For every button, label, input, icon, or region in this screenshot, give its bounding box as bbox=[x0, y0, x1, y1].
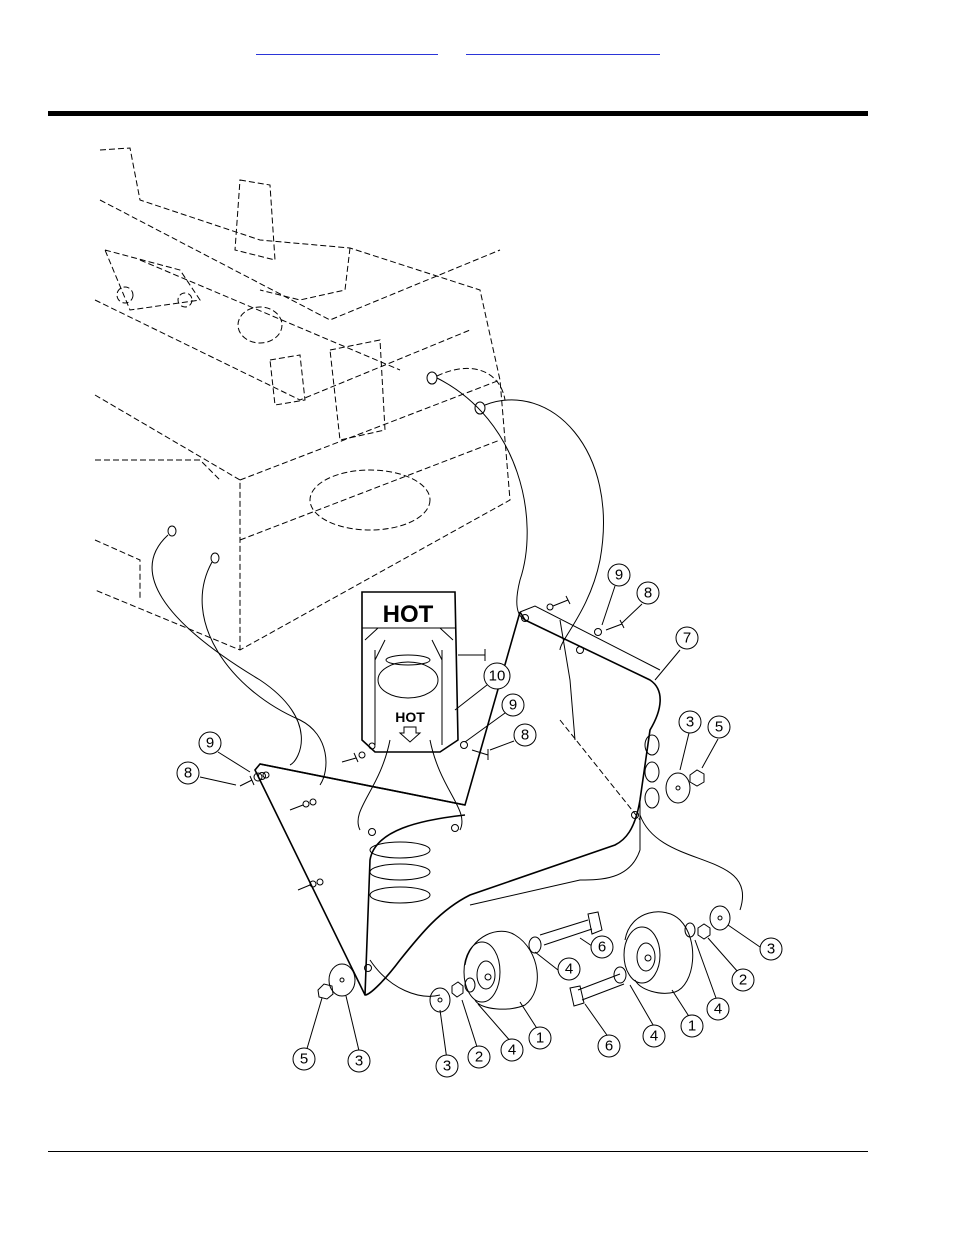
svg-text:3: 3 bbox=[686, 714, 694, 731]
svg-text:4: 4 bbox=[565, 961, 573, 978]
callout-4-upper: 4 bbox=[558, 958, 580, 980]
svg-text:3: 3 bbox=[355, 1053, 363, 1070]
svg-text:1: 1 bbox=[536, 1030, 544, 1047]
callout-4-lower: 4 bbox=[643, 1025, 665, 1047]
svg-text:2: 2 bbox=[739, 972, 747, 989]
callout-6-lower: 6 bbox=[598, 1035, 620, 1057]
callout-8-left: 8 bbox=[177, 762, 199, 784]
callout-1-left: 1 bbox=[529, 1027, 551, 1049]
svg-text:6: 6 bbox=[605, 1038, 613, 1055]
callout-4-right: 4 bbox=[707, 998, 729, 1020]
callout-8-upper-right: 8 bbox=[637, 582, 659, 604]
svg-text:9: 9 bbox=[206, 735, 214, 752]
svg-text:5: 5 bbox=[300, 1051, 308, 1068]
svg-text:4: 4 bbox=[714, 1001, 722, 1018]
svg-text:3: 3 bbox=[443, 1058, 451, 1075]
arrow-down-icon bbox=[400, 727, 420, 742]
callout-7: 7 bbox=[676, 627, 698, 649]
callout-2-left: 2 bbox=[468, 1046, 490, 1068]
callout-3-right-upper: 3 bbox=[679, 711, 701, 733]
callout-9-left: 9 bbox=[199, 732, 221, 754]
callout-3-lower-mid: 3 bbox=[436, 1055, 458, 1077]
decal-hot-top: HOT bbox=[383, 601, 434, 628]
callout-9-upper-right: 9 bbox=[608, 564, 630, 586]
decal-hot-bottom: HOT bbox=[395, 709, 425, 725]
svg-text:3: 3 bbox=[767, 941, 775, 958]
callout-4-left: 4 bbox=[501, 1039, 523, 1061]
svg-text:4: 4 bbox=[650, 1028, 658, 1045]
svg-text:1: 1 bbox=[688, 1018, 696, 1035]
svg-text:4: 4 bbox=[508, 1042, 516, 1059]
callout-5-right: 5 bbox=[708, 716, 730, 738]
callout-10: 10 bbox=[484, 663, 510, 689]
callout-1-right: 1 bbox=[681, 1015, 703, 1037]
svg-text:8: 8 bbox=[644, 585, 652, 602]
svg-text:8: 8 bbox=[521, 727, 529, 744]
callout-2-right: 2 bbox=[732, 969, 754, 991]
frame-mount-points bbox=[168, 372, 485, 563]
callout-6-upper: 6 bbox=[591, 936, 613, 958]
wheel-left bbox=[464, 931, 537, 1009]
wheel-right bbox=[624, 912, 693, 993]
right-wheel-hardware bbox=[666, 770, 730, 939]
callout-8-shield: 8 bbox=[514, 724, 536, 746]
mower-frame-outline bbox=[95, 148, 510, 650]
svg-text:6: 6 bbox=[598, 939, 606, 956]
svg-text:7: 7 bbox=[683, 630, 691, 647]
left-wheel-hardware bbox=[318, 964, 475, 1012]
svg-text:10: 10 bbox=[489, 668, 506, 685]
svg-text:5: 5 bbox=[715, 719, 723, 736]
callout-9-shield: 9 bbox=[502, 694, 524, 716]
svg-text:9: 9 bbox=[615, 567, 623, 584]
callout-3-far-right: 3 bbox=[760, 938, 782, 960]
svg-text:8: 8 bbox=[184, 765, 192, 782]
heat-shield: HOT HOT bbox=[358, 592, 485, 830]
svg-text:9: 9 bbox=[509, 697, 517, 714]
svg-text:2: 2 bbox=[475, 1049, 483, 1066]
callout-5-left: 5 bbox=[293, 1048, 315, 1070]
bottom-rule bbox=[48, 1151, 868, 1152]
callout-leaders bbox=[200, 586, 760, 1060]
callout-3-left: 3 bbox=[348, 1050, 370, 1072]
